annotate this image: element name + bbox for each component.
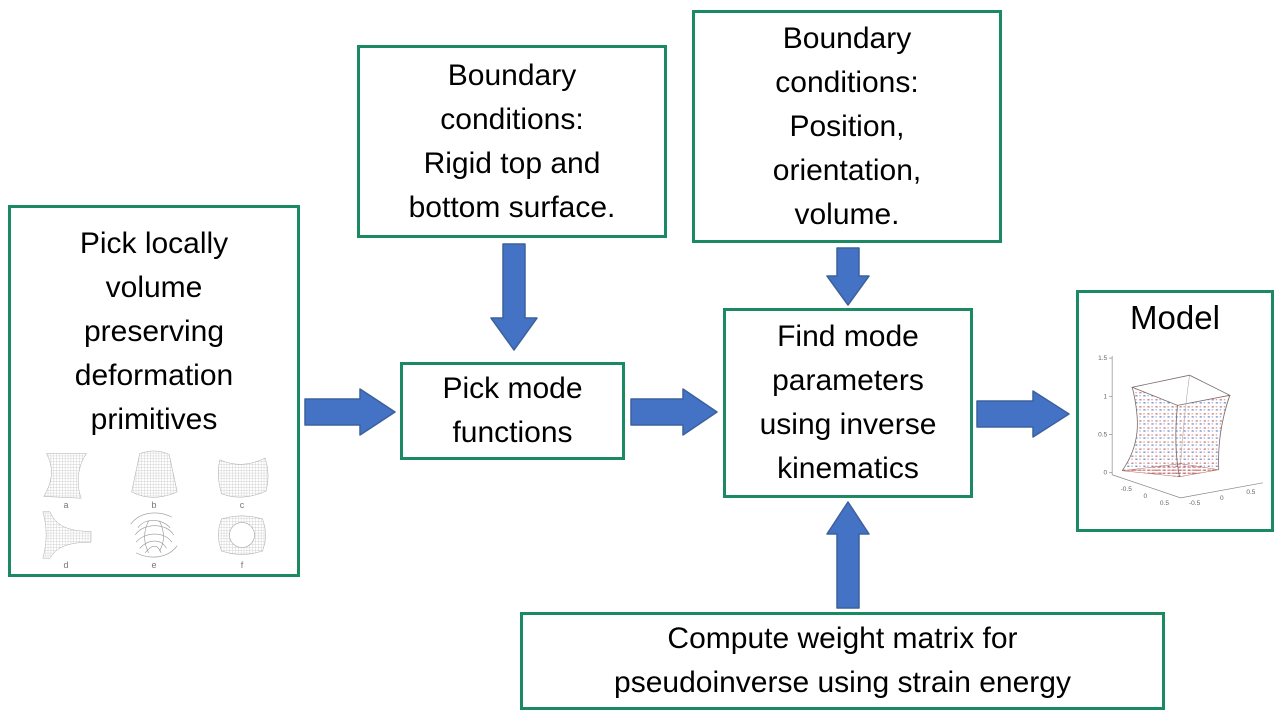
cube-back-edge <box>1180 375 1190 464</box>
z-tick: 0 <box>1104 470 1108 477</box>
deformation-thumbnails: a b c d <box>24 450 284 570</box>
thumbnail-label: a <box>63 500 69 510</box>
x-tick: -0.5 <box>1121 486 1133 493</box>
bend-grid-icon <box>43 453 87 499</box>
box-inverse-kinematics-text: Find mode parameters using inverse kinem… <box>759 320 937 485</box>
thumbnail-label: b <box>151 500 157 510</box>
thumbnail-label: e <box>151 560 157 570</box>
arrow-weight-matrix-to-ik <box>826 501 870 609</box>
box-weight-matrix-text: Compute weight matrix for pseudoinverse … <box>614 622 1071 699</box>
cube-front-edge <box>1175 405 1180 477</box>
thumbnail-a: a <box>24 450 108 510</box>
thumbnail-b: b <box>112 450 196 510</box>
taper-grid-icon <box>131 450 178 498</box>
x-tick: 0.5 <box>1160 500 1169 507</box>
funnel-grid-icon <box>42 511 92 559</box>
hole-grid-icon <box>218 515 266 555</box>
box-model: Model 1.5 1 0.5 0 -0.5 0 0.5 -0.5 0 0.5 <box>1076 290 1274 532</box>
thumbnail-label: d <box>63 560 69 570</box>
cube-right-edge <box>1218 395 1231 470</box>
box-deformation-primitives: Pick locally volume preserving deformati… <box>8 205 300 577</box>
box-boundary-conditions-surface-text: Boundary conditions: Rigid top and botto… <box>408 58 616 224</box>
model-3d-plot: 1.5 1 0.5 0 -0.5 0 0.5 -0.5 0 0.5 <box>1098 355 1264 507</box>
arrow-bc-surface-to-mode-functions <box>490 243 538 351</box>
pillow-grid-icon <box>218 457 269 498</box>
y-tick: -0.5 <box>1189 500 1201 507</box>
box-deformation-primitives-text: Pick locally volume preserving deformati… <box>74 227 234 436</box>
y-tick: 0.5 <box>1246 489 1255 496</box>
thumbnail-e: e <box>112 510 196 570</box>
arrow-ik-to-model <box>976 390 1070 438</box>
arrow-primitives-to-mode-functions <box>304 388 396 436</box>
z-tick: 1 <box>1104 393 1108 400</box>
box-pick-mode-functions-text: Pick mode functions <box>442 372 583 449</box>
arrow-mode-functions-to-ik <box>630 388 718 436</box>
box-pick-mode-functions: Pick mode functions <box>400 362 625 460</box>
cube-left-edge <box>1121 387 1138 471</box>
model-title: Model <box>1130 299 1220 336</box>
z-tick: 0.5 <box>1098 432 1107 439</box>
thumbnail-d: d <box>24 510 108 570</box>
box-boundary-conditions-position-text: Boundary conditions: Position, orientati… <box>772 21 922 231</box>
swirl-grid-icon <box>130 512 178 558</box>
x-tick: 0 <box>1144 493 1148 500</box>
box-boundary-conditions-surface: Boundary conditions: Rigid top and botto… <box>357 45 667 238</box>
thumbnail-label: c <box>239 500 245 510</box>
z-tick: 1.5 <box>1098 355 1107 362</box>
box-weight-matrix: Compute weight matrix for pseudoinverse … <box>520 612 1165 710</box>
arrow-bc-position-to-ik <box>826 247 870 306</box>
thumbnail-c: c <box>200 450 284 510</box>
box-inverse-kinematics: Find mode parameters using inverse kinem… <box>723 308 973 498</box>
thumbnail-f: f <box>200 510 284 570</box>
y-tick: 0 <box>1220 495 1224 502</box>
thumbnail-label: f <box>240 560 244 570</box>
box-boundary-conditions-position: Boundary conditions: Position, orientati… <box>692 10 1002 243</box>
